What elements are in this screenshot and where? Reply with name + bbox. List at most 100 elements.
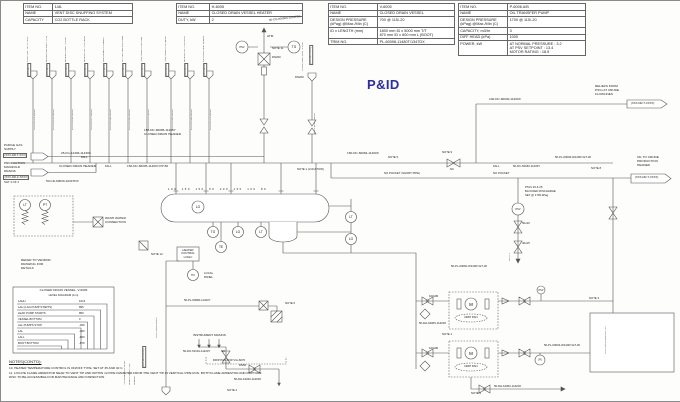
pump-b-package xyxy=(448,340,499,378)
drip-pan-for-label: DRIP PAN FOR V/A-6070 xyxy=(213,358,246,362)
level-row-label: ALL PUMPS STOP xyxy=(18,323,42,327)
manifold-l2: MANIFOLD xyxy=(4,164,20,169)
pump-header-line xyxy=(330,163,613,179)
purge-nc-valve xyxy=(307,119,317,135)
local-panel-l1: LOCAL xyxy=(204,271,214,275)
header-label-2: CLOSED DRAIN HEADER xyxy=(144,131,181,136)
purge-supply-line-label: 25-FG-41306-11430X xyxy=(61,150,91,155)
top-connector-tag: (XXX-DR-Z-XXXX) xyxy=(65,63,70,77)
purge-supply-tag: (XXX-DR-T-XXX) xyxy=(3,152,28,158)
cell: CO2 BOTTLE RACK xyxy=(52,16,133,24)
vessel-nozzle-drops xyxy=(175,163,317,194)
note-2a: NOTE 2 xyxy=(227,387,238,392)
top-connector-label: LOW POINT OF HP VENT RISER xyxy=(27,36,29,62)
top-connector-label: HP FUEL GAS KOD DRAIN xyxy=(122,36,124,62)
cell: TRIM NO. xyxy=(327,37,379,46)
lt0-tag: LT xyxy=(23,203,27,207)
cell: PL-60098-11480T/1347DX xyxy=(377,37,455,46)
closed-drain-header-label: CLOSED DRAIN HEADER xyxy=(59,163,96,168)
purge-supply-l2: SUPPLY xyxy=(4,146,16,151)
top-connector-pipe: 50-CD-60183-11430Y xyxy=(129,108,131,130)
top-connector-tag: (XXX-DR-Z-XXXX) xyxy=(184,63,189,77)
heater-control-l2: CONTROL xyxy=(181,251,195,255)
manifold-sheet-ref: SHT 3 OF 4 xyxy=(4,179,19,184)
lg-bubble xyxy=(191,200,205,214)
level-row-value: -600 xyxy=(79,335,85,339)
dn200-a: DN200 xyxy=(272,55,281,59)
no-pocket: NO POCKET xyxy=(493,170,510,175)
level-row-label: LALL xyxy=(18,335,25,339)
pl80-rotated-label: 50-PL-60080-11420Y xyxy=(156,317,158,338)
cell: DESIGN PRESSURE (kPag) @Max./Min (C) xyxy=(327,16,379,28)
level-row-label: BOOT BOTTOM xyxy=(18,341,39,345)
haz-drain-riser xyxy=(165,260,179,387)
cell: POWER, kW xyxy=(457,40,509,57)
instrument-box xyxy=(13,195,74,237)
suction-line xyxy=(282,242,449,369)
header-pipe-number: 150-DC-60005-11400Y-PP-50 xyxy=(127,164,169,169)
cell: 2 xyxy=(209,16,303,24)
nc-b: NC xyxy=(221,349,226,353)
cell: 1700 @ 115/-20 xyxy=(507,16,586,28)
top-connector-pipe: 80-CD-60088-11430Y xyxy=(72,108,74,130)
cell: DESIGN PRESSURE (kPag) @Max./Min (C) xyxy=(457,16,509,28)
psv-note-l2: BLOCKED DISCHARGE xyxy=(525,188,556,193)
cell: ID x LENGTH (mm) xyxy=(327,27,379,39)
top-connector-tag: (XXX-DR-Z-XXXX) xyxy=(165,63,170,77)
cell: VENT DISC SNUFFING SYSTEM xyxy=(52,9,133,18)
relief-header-line xyxy=(475,103,627,163)
lg2-tag: LG xyxy=(349,237,354,241)
cell: NAME xyxy=(175,9,211,18)
note-1b: NOTE 1 xyxy=(442,332,453,336)
top-connector-drops xyxy=(32,79,210,163)
vessel-boot xyxy=(268,222,298,243)
note-3: NOTE 3 xyxy=(589,296,600,300)
psv-vent-tag: PSV xyxy=(239,46,244,49)
level-row-value: 1013 xyxy=(79,299,86,303)
motor-b-tag: M xyxy=(469,351,473,356)
pump-a-package xyxy=(448,291,499,330)
level-row-value: -300 xyxy=(79,323,85,327)
local-panel-l2: PANEL xyxy=(204,274,213,279)
purge-supply-l1: PURGE GAS xyxy=(4,143,23,147)
purge-from-label: PURGE GAS FROM TL-1000 xyxy=(302,42,304,71)
do191-pipe-label: 50-DO-60191-11420Y xyxy=(183,349,211,353)
detail-box xyxy=(589,312,675,373)
drip-pan-a: DRIP PAN xyxy=(464,314,478,319)
pi-tag: PI xyxy=(538,358,541,362)
level-row-value: -870 xyxy=(79,341,85,345)
note-10-text: 10. HEATER TEMPERATURE CONTROL IS ON/OFF… xyxy=(9,366,124,370)
note-2b: NOTE 2 xyxy=(471,391,482,395)
top-connector-pipe: 80-CD-60186-11430Y xyxy=(191,108,193,130)
nc-valve-header xyxy=(446,158,461,168)
power-line-2: AT PSV SETPOINT : 13.4 xyxy=(509,46,554,51)
reliefs-l3: FLOWLINES xyxy=(595,91,613,96)
vendor-note-l3: DETAILS xyxy=(21,266,34,270)
lg1-tag: LG xyxy=(236,230,241,234)
psv-note-l3: SET @ 1700 kPag xyxy=(525,192,549,197)
note-9: NOTE 9 xyxy=(442,150,453,154)
heater-control-l1: HEATER xyxy=(182,247,194,252)
cell: NAME xyxy=(22,9,54,18)
dh52-pipe-label: 50-DH-61052-11420X xyxy=(494,383,522,388)
top-connector-tag: (XXX-DR-T-XXXX) xyxy=(27,63,32,77)
vendor-note-l1: REFER TO VENDOR xyxy=(21,258,51,262)
size-100x80-a: 100x80 xyxy=(429,293,439,298)
dn200-b: DN200 xyxy=(295,75,304,79)
top-connector-pipe: 80-CD-60030-11430Y xyxy=(53,108,55,130)
reliefs-flag xyxy=(626,99,668,109)
level-diagram-steps xyxy=(12,286,115,354)
top-connector-tag: (XXX-DR-Z-XXXX) xyxy=(84,63,89,77)
cd30-pipe-label: 50-CD-60030-1034TDX xyxy=(46,179,79,183)
note-8: NOTE 8 xyxy=(591,166,602,170)
dn50-label: DN50 xyxy=(239,362,247,367)
top-connector-pipe: 80-CD-60184-11430Y xyxy=(110,108,112,130)
top-connector-tag: (XXX-DR-Z-XXXX) xyxy=(203,63,208,77)
level-row-label: LAH (LAG PUMP STARTS) xyxy=(18,305,53,309)
note-1-rotated: NOTE 1 xyxy=(509,253,511,261)
